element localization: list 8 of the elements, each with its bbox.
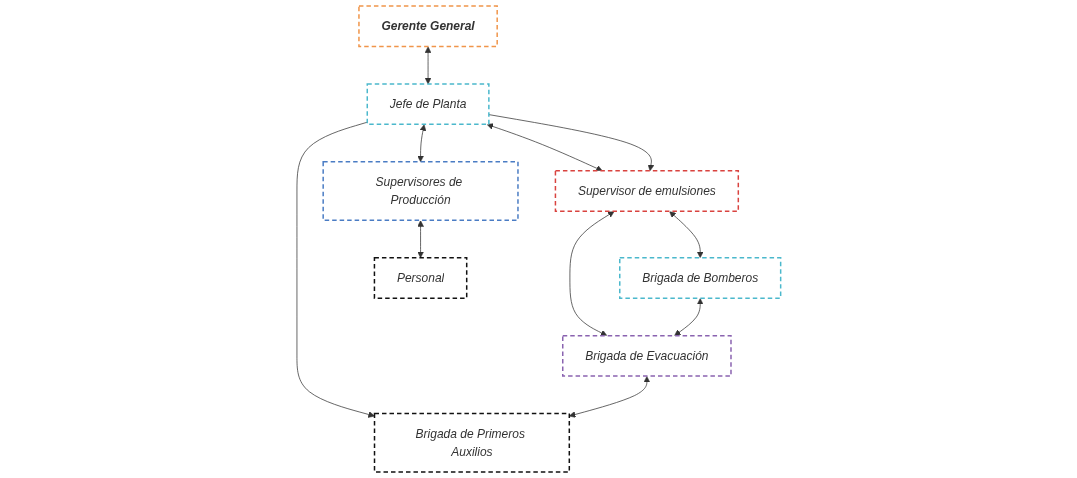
node-box: Gerente General — [357, 5, 498, 48]
node-box: Brigada de Bomberos — [618, 257, 782, 299]
node-box: Personal — [373, 257, 468, 299]
node-box: Jefe de Planta — [366, 83, 490, 126]
node-box: Brigada de Evacuación — [561, 334, 732, 377]
node-box: Brigada de Primeros Auxilios — [373, 412, 570, 473]
node-box: Supervisores de Producción — [322, 161, 519, 221]
node-box: Supervisor de emulsiones — [554, 170, 739, 213]
